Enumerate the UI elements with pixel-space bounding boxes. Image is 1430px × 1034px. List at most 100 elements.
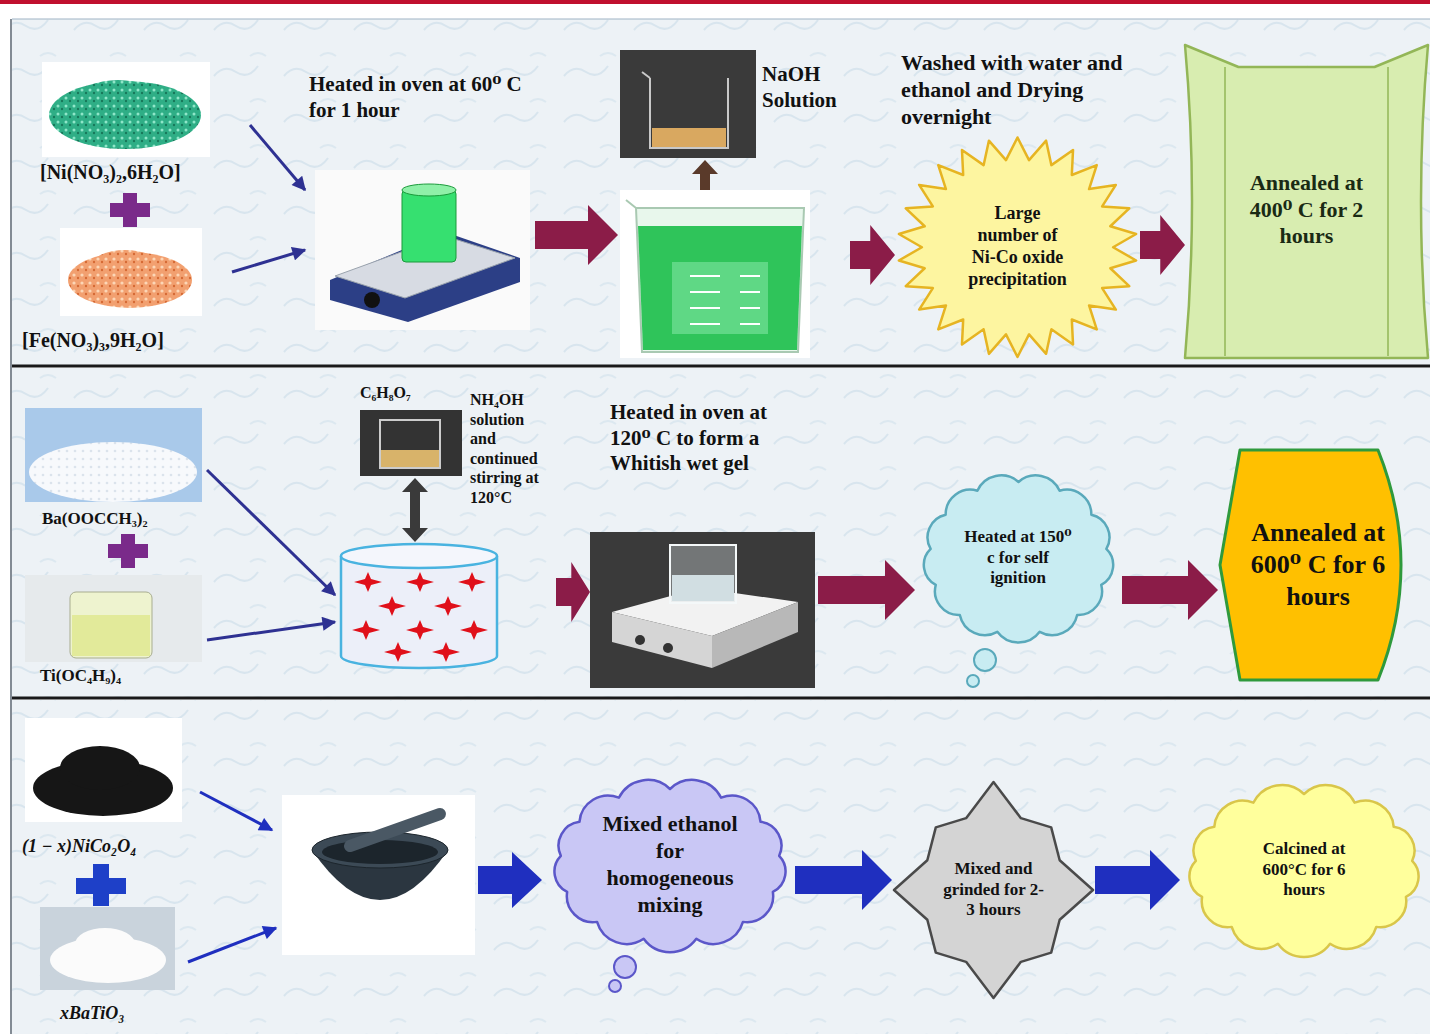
flow-arrow <box>207 622 335 640</box>
sparkle <box>352 620 380 640</box>
shape-outline <box>1185 45 1428 358</box>
anneal-box: Annealed at 600⁰ C for 6 hours <box>1218 448 1418 682</box>
precipitation-step: NaOH Solution <box>618 48 850 360</box>
sol-gel-step: C₆H₈O₇NH₄OH solution and continued stirr… <box>335 380 556 675</box>
sparkle <box>434 596 462 616</box>
top-rule <box>0 0 1430 4</box>
thought-bubble <box>974 649 996 671</box>
shape-outline <box>894 782 1093 998</box>
glass-beaker <box>636 208 804 352</box>
reagent-label: xBaTiO₃ <box>60 1003 125 1025</box>
hotplate-knob <box>663 643 673 653</box>
reagent-box: Ba(OOCCH₃)₂ <box>22 405 207 537</box>
mixing-vessel <box>341 556 497 668</box>
anneal-banner: Annealed at 400⁰ C for 2 hours <box>1185 45 1428 358</box>
vial-liquid <box>72 615 150 656</box>
acid-photo <box>360 410 462 476</box>
step-text: Heated at 150⁰ c for self ignition <box>963 527 1073 589</box>
reagent-label: C₆H₈O₇ <box>360 383 411 403</box>
reagent-label: [Fe(NO₃)₃,9H₂O] <box>22 328 164 352</box>
calcine-cloud: Calcined at 600°C for 6 hours <box>1180 780 1428 962</box>
plus-sign <box>123 193 137 227</box>
process-step: Heated in oven at 120⁰ C to form a Whiti… <box>590 398 818 690</box>
step-text: Heated in oven at 60⁰ C for 1 hour <box>309 72 524 123</box>
green-beaker <box>402 184 456 196</box>
feed-arrow <box>188 928 276 962</box>
reagent-label: (1 − x)NiCo₂O₄ <box>22 836 136 858</box>
banner-fold <box>1225 67 1388 356</box>
reagent-box: [Fe(NO₃)₃,9H₂O] <box>20 226 232 360</box>
step-text: Calcined at 600°C for 6 hours <box>1249 839 1359 901</box>
panel-ground <box>12 368 1430 697</box>
sparkle <box>384 642 412 662</box>
white-crystals <box>29 442 197 502</box>
beaker-photo <box>620 190 810 358</box>
sparkle <box>460 620 488 640</box>
green-powder <box>49 81 201 149</box>
ignition-cloud: Heated at 150⁰ c for self ignition <box>915 468 1122 692</box>
flow-arrow <box>795 850 892 910</box>
shape-outline <box>1189 785 1418 957</box>
step-text: Heated in oven at 120⁰ C to form a Whiti… <box>610 400 805 477</box>
reagent-box: Ti(OC₄H₉)₄ <box>22 572 207 694</box>
naoh-photo <box>620 50 756 158</box>
mixing-vessel <box>341 544 497 568</box>
shape-outline <box>899 137 1136 357</box>
green-solution <box>638 226 802 350</box>
sparkle <box>432 642 460 662</box>
white-powder <box>75 928 135 960</box>
plus-sign <box>93 864 109 906</box>
step-text: Mixed ethanol for homogeneous mixing <box>590 811 750 918</box>
acid-beaker <box>380 420 440 468</box>
powder-photo <box>42 62 210 157</box>
beaker-label <box>672 262 768 334</box>
flow-arrow <box>478 852 542 908</box>
flow-arrow <box>556 562 590 622</box>
flow-arrow <box>207 470 335 595</box>
flow-arrow <box>1140 215 1185 275</box>
orange-crystals <box>91 250 159 282</box>
hotplate-photo <box>315 170 530 330</box>
vial-photo <box>25 575 202 662</box>
step-text: NaOH Solution <box>762 62 846 113</box>
step-text: Mixed and grinded for 2-3 hours <box>942 859 1045 921</box>
step-text: Annealed at 400⁰ C for 2 hours <box>1241 170 1372 250</box>
hotplate-photo <box>590 532 815 688</box>
hotplate-knob <box>364 292 380 308</box>
reagent-label: Ba(OOCCH₃)₂ <box>42 509 148 530</box>
glass-vial <box>70 592 152 658</box>
thought-bubble <box>614 956 636 978</box>
mixing-cloud: Mixed ethanol for homogeneous mixing <box>545 775 795 992</box>
flow-arrow <box>850 225 895 285</box>
reagent-box: (1 − x)NiCo₂O₄ <box>20 716 198 866</box>
pestle <box>350 814 440 846</box>
sparkle <box>378 596 406 616</box>
flow-arrow <box>250 125 305 190</box>
double-arrow <box>402 478 428 542</box>
reagent-box: xBaTiO₃ <box>38 903 183 1031</box>
flow-arrow <box>535 205 618 265</box>
reagent-box: [Ni(NO₃)₂,6H₂O] <box>38 60 250 192</box>
mortar-photo <box>282 795 475 955</box>
panel-edge <box>12 19 1430 20</box>
plus-sign <box>121 534 135 568</box>
panel-edge <box>10 19 12 1034</box>
thought-bubble <box>609 980 621 992</box>
powder-photo <box>25 408 202 502</box>
sparkle <box>458 572 486 592</box>
hotplate-body <box>712 602 798 668</box>
flow-arrow <box>232 250 305 272</box>
powder-photo <box>40 907 175 990</box>
panel-divider <box>12 365 1430 368</box>
black-powder <box>60 746 140 790</box>
beaker-spout <box>626 200 636 208</box>
shape-outline <box>1220 450 1401 680</box>
beaker-ticks <box>690 276 760 324</box>
shape-outline <box>554 780 785 952</box>
feed-arrow <box>200 792 272 830</box>
shape-outline <box>924 475 1113 642</box>
step-heading: Washed with water and ethanol and Drying… <box>901 50 1134 130</box>
mortar-inside <box>322 840 438 864</box>
naoh-beaker <box>642 72 728 148</box>
flow-arrow <box>818 560 915 620</box>
